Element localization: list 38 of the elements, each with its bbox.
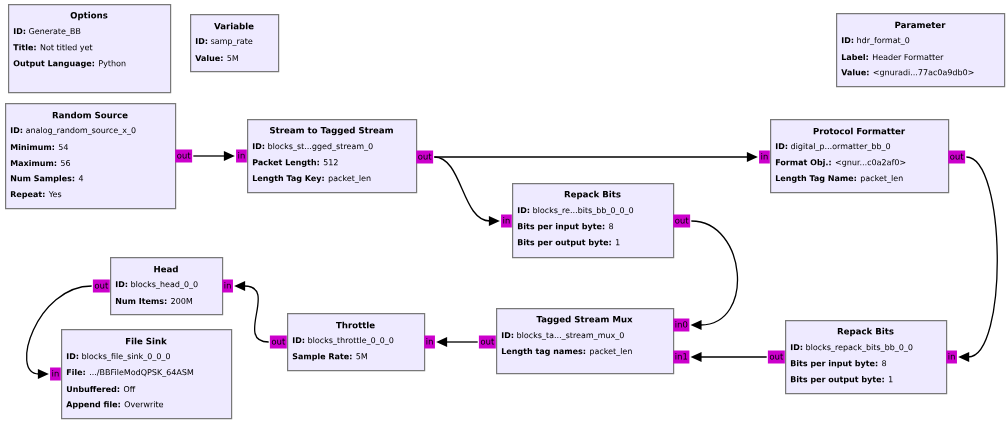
arrow — [26, 285, 93, 379]
port-tab: in0 — [673, 318, 690, 332]
block-box: Parameter ID: hdr_format_0 Label: Header Formatter Value: <gnuradi...77ac0a9db0> — [836, 13, 1006, 88]
port-tab: out — [269, 335, 287, 349]
port-tab: in1 — [673, 350, 690, 364]
port-tab: in — [424, 335, 435, 349]
block-box: Tagged Stream Mux ID: blocks_ta..._stream_mux_0 Length tag names: packet_len — [496, 308, 675, 375]
arrow — [192, 151, 235, 161]
block-box: File Sink ID: blocks_file_sink_0_0_0 File: .../BBFileModQPSK_64ASM Unbuffered: Off Append file: Overwrite — [61, 329, 233, 420]
arrow — [690, 220, 738, 330]
port-tab: out — [673, 214, 691, 228]
block-box: Throttle ID: blocks_throttle_0_0_0 Sample Rate: 5M — [287, 313, 426, 372]
block-box: Variable ID: samp_rate Value: 5M — [190, 14, 280, 73]
port-tab: in — [759, 150, 770, 164]
port-tab: out — [92, 279, 110, 293]
block-box: Stream to Tagged Stream ID: blocks_st...gged_stream_0 Packet Length: 512 Length Tag Key: packet_len — [247, 119, 418, 194]
block-box: Head ID: blocks_head_0_0 Num Items: 200M — [110, 257, 224, 316]
port-tab: out — [948, 150, 966, 164]
block-box: Repack Bits ID: blocks_re...bits_bb_0_0_0 Bits per input byte: 8 Bits per output byte: 1 — [512, 183, 675, 259]
arrow — [433, 152, 758, 162]
port-tab: in — [236, 149, 247, 163]
port-tab: out — [767, 350, 785, 364]
block-box: Random Source ID: analog_random_source_x_0 Minimum: 54 Maximum: 56 Num Samples: 4 Repeat: Yes — [5, 103, 177, 210]
port-tab: in — [50, 367, 61, 381]
port-tab: out — [478, 335, 496, 349]
arrow — [690, 352, 768, 362]
port-tab: in — [501, 214, 512, 228]
arrow — [436, 337, 479, 347]
block-box: Options ID: Generate_BB Title: Not titled yet Output Language: Python — [8, 4, 172, 94]
arrow — [234, 281, 270, 343]
port-tab: out — [175, 149, 193, 163]
port-tab: in — [222, 279, 233, 293]
port-tab: in — [946, 350, 957, 364]
arrow — [958, 156, 998, 362]
block-box: Protocol Formatter ID: digital_p...ormatter_bb_0 Format Obj.: <gnur...c0a2af0> Length Tag Name: packet_len — [770, 119, 950, 194]
port-tab: out — [416, 150, 434, 164]
block-box: Repack Bits ID: blocks_repack_bits_bb_0_0 Bits per input byte: 8 Bits per output byte: 1 — [785, 320, 948, 395]
arrow — [433, 156, 500, 226]
